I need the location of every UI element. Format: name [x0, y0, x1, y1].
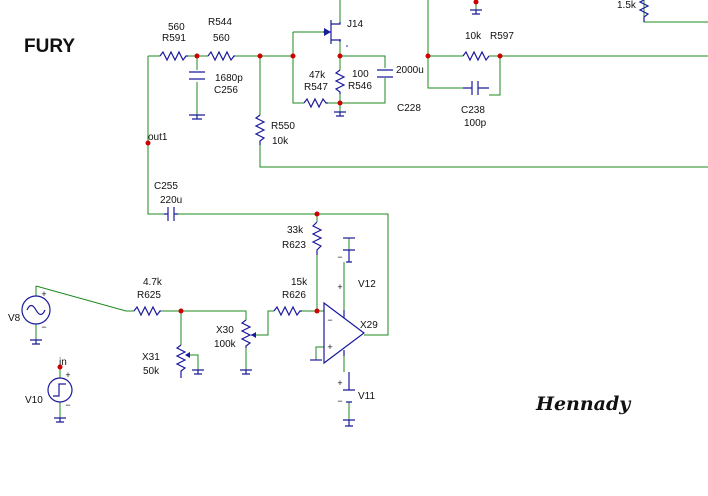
c255-ref: C255	[154, 181, 178, 192]
pulse-source-v10: + −	[47, 370, 73, 410]
c228-value: 2000u	[396, 65, 424, 76]
r547-ref: R547	[304, 82, 328, 93]
opamp-minus-sign: −	[327, 315, 332, 325]
svg-text:−: −	[65, 400, 70, 410]
resistor-r550	[254, 114, 266, 145]
j14-ref: J14	[347, 19, 364, 30]
r550-ref: R550	[271, 121, 295, 132]
resistor-r544	[207, 50, 235, 62]
r546-value: 100	[352, 69, 369, 80]
svg-text:+: +	[337, 378, 342, 388]
resistor-r546	[334, 69, 346, 94]
c256-value: 1680p	[215, 73, 243, 84]
resistor-r623	[311, 221, 323, 255]
svg-text:−: −	[337, 252, 342, 262]
c255-value: 220u	[160, 195, 182, 206]
v10-ref: V10	[25, 395, 43, 406]
svg-text:−: −	[337, 396, 342, 406]
r546-ref: R546	[348, 81, 372, 92]
resistor-r626	[273, 305, 302, 317]
resistor-r547	[303, 97, 328, 109]
signature: Hennady	[535, 393, 632, 415]
r550-value: 10k	[272, 136, 289, 147]
sine-source-v8: + −	[21, 289, 51, 332]
v8-ref: V8	[8, 313, 21, 324]
r591-value: 560	[168, 22, 185, 33]
r625-value: 4.7k	[143, 277, 163, 288]
c238-ref: C238	[461, 105, 485, 116]
out1-label: out1	[148, 132, 168, 143]
resistor-top-right	[638, 0, 650, 22]
in-label: in	[59, 357, 67, 368]
c228-ref: C228	[397, 103, 421, 114]
jfet-j14	[323, 20, 348, 47]
capacitors	[164, 69, 489, 221]
opamp-x29: − +	[323, 301, 365, 365]
r547-value: 47k	[309, 70, 326, 81]
v12-ref: V12	[358, 279, 376, 290]
x30-ref: X30	[216, 325, 234, 336]
x31-ref: X31	[142, 352, 160, 363]
svg-text:+: +	[337, 282, 342, 292]
r626-value: 15k	[291, 277, 308, 288]
c238-value: 100p	[464, 118, 487, 129]
c256-ref: C256	[214, 85, 238, 96]
svg-text:+: +	[65, 370, 70, 380]
resistor-r625	[133, 305, 161, 317]
labels: FURY 560 R591 R544 560 1680p C256 R550 1…	[8, 0, 637, 415]
capacitor-c256	[189, 71, 205, 80]
svg-text:+: +	[41, 289, 46, 299]
ground-symbols	[30, 9, 482, 427]
resistors	[133, 0, 650, 317]
x30-value: 100k	[214, 339, 237, 350]
r623-value: 33k	[287, 225, 304, 236]
capacitor-c238	[463, 81, 489, 95]
wires	[35, 0, 708, 420]
x29-ref: X29	[360, 320, 378, 331]
diagram-title: FURY	[24, 36, 75, 57]
x31-value: 50k	[143, 366, 160, 377]
r626-ref: R626	[282, 290, 306, 301]
potentiometer-x31	[175, 344, 190, 378]
r544-ref: R544	[208, 17, 232, 28]
capacitor-c228	[377, 69, 393, 78]
node-dots	[57, 0, 503, 370]
r597-value: 10k	[465, 31, 482, 42]
battery-v12: + −	[337, 249, 355, 292]
opamp-plus-sign: +	[327, 342, 332, 352]
r544-value: 560	[213, 33, 230, 44]
r625-ref: R625	[137, 290, 161, 301]
r597-ref: R597	[490, 31, 514, 42]
r-top-right-value: 1.5k	[617, 0, 637, 11]
capacitor-c255	[164, 207, 178, 221]
resistor-r591	[159, 50, 188, 62]
battery-v11: + −	[337, 372, 355, 406]
v11-ref: V11	[358, 391, 375, 402]
r591-ref: R591	[162, 33, 186, 44]
potentiometer-x30	[240, 319, 256, 348]
r623-ref: R623	[282, 240, 306, 251]
svg-text:−: −	[41, 322, 46, 332]
resistor-r597	[462, 50, 490, 62]
